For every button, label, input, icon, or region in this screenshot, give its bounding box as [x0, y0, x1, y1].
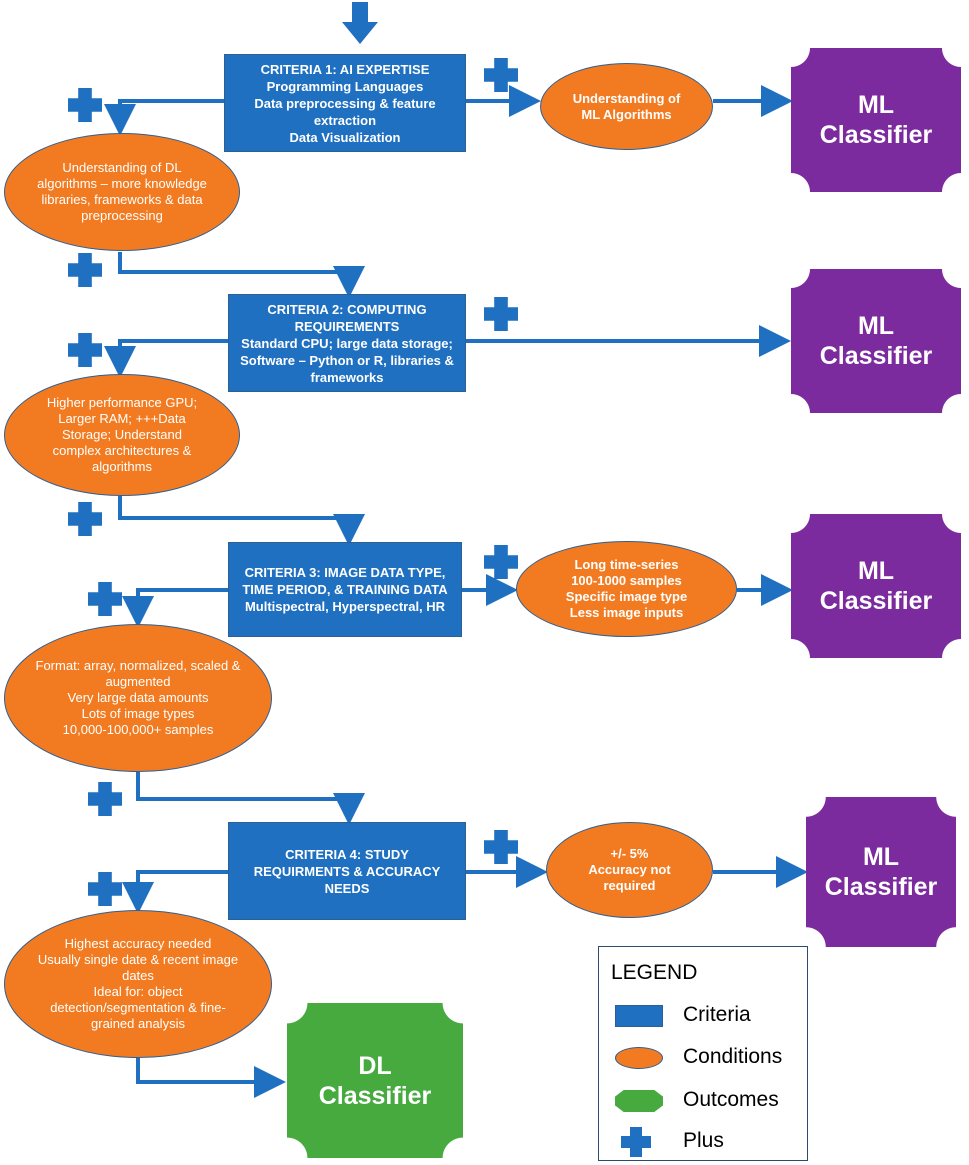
ml-outcome-3-line-1: ML: [857, 557, 895, 585]
ml-condition-2-oval: Long time-series 100-1000 samples Specif…: [516, 541, 737, 637]
criteria-1-line-1: CRITERIA 1: AI EXPERTISE: [260, 61, 430, 77]
legend-label-criteria: Criteria: [683, 1003, 751, 1026]
ml-condition-3-line-1: +/- 5%: [610, 846, 649, 861]
legend: LEGEND Criteria Conditions Outcomes Plus: [598, 946, 808, 1161]
dl-condition-3-line-4: 10,000-100,000+ samples: [62, 722, 214, 737]
connector-dl-condition3-to-c4: [136, 772, 365, 825]
criteria-1-line-2: Programming Languages: [266, 78, 424, 94]
dl-condition-3-line-3: Lots of image types: [81, 706, 195, 721]
ml-outcome-2-line-2: Classifier: [819, 342, 933, 370]
criteria-3-box: CRITERIA 3: IMAGE DATA TYPE, TIME PERIOD…: [228, 542, 462, 637]
ml-classifier-outcome-1: ML Classifier: [791, 48, 961, 192]
connector-c1-to-dl-condition: [104, 99, 224, 136]
ml-condition-2-line-4: Less image inputs: [569, 605, 684, 620]
legend-item-criteria: Criteria: [609, 1001, 804, 1031]
ml-outcome-4-line-1: ML: [862, 843, 900, 871]
criteria-3-line-2: Multispectral, Hyperspectral, HR: [244, 599, 446, 614]
criteria-4-line-1: CRITERIA 4: STUDY REQUIRMENTS & ACCURACY…: [253, 846, 441, 896]
ml-condition-1-oval: Understanding of ML Algorithms: [540, 63, 713, 150]
dl-outcome-line-1: DL: [358, 1051, 392, 1080]
criteria-2-line-1: CRITERIA 2: COMPUTING REQUIREMENTS: [267, 301, 427, 334]
ml-classifier-outcome-3: ML Classifier: [791, 514, 961, 658]
ml-condition-3-oval: +/- 5% Accuracy not required: [546, 822, 713, 918]
dl-condition-2-oval: Higher performance GPU; Larger RAM; +++D…: [4, 374, 240, 496]
connector-c4-to-dl-condition: [122, 870, 228, 914]
ml-condition-2-line-2: 100-1000 samples: [571, 573, 682, 588]
ml-outcome-2-line-1: ML: [857, 312, 895, 340]
criteria-1-line-3: Data preprocessing & feature extraction: [254, 95, 436, 128]
connector-c2-to-dl-condition: [104, 339, 228, 378]
dl-condition-1-text: Understanding of DL algorithms – more kn…: [37, 160, 207, 223]
ml-outcome-1-line-2: Classifier: [819, 121, 933, 149]
entry-arrow-icon: [342, 2, 378, 44]
legend-label-plus: Plus: [683, 1129, 724, 1152]
dl-condition-3-oval: Format: array, normalized, scaled & augm…: [4, 624, 272, 772]
criteria-1-box: CRITERIA 1: AI EXPERTISE Programming Lan…: [224, 54, 466, 152]
connector-c3-to-dl-condition: [122, 588, 228, 628]
ml-outcome-3-line-2: Classifier: [819, 587, 933, 615]
criteria-2-line-2: Standard CPU; large data storage; Softwa…: [240, 335, 454, 385]
conditions-swatch-icon: [615, 1047, 663, 1069]
legend-item-conditions: Conditions: [609, 1043, 804, 1073]
criteria-3-line-1: CRITERIA 3: IMAGE DATA TYPE, TIME PERIOD…: [242, 565, 448, 597]
ml-condition-2-line-1: Long time-series: [574, 557, 679, 572]
ml-classifier-outcome-4: ML Classifier: [806, 797, 956, 947]
dl-condition-2-text: Higher performance GPU; Larger RAM; +++D…: [46, 395, 198, 474]
ml-outcome-4-line-2: Classifier: [824, 873, 938, 901]
connector-dl-condition2-to-c3: [118, 496, 365, 546]
ml-condition-3-line-2: Accuracy not required: [588, 862, 671, 893]
connector-dl-condition4-to-dl-outcome: [136, 1058, 286, 1098]
criteria-1-line-4: Data Visualization: [289, 129, 401, 145]
dl-condition-3-line-2: Very large data amounts: [67, 690, 209, 705]
ml-condition-2-line-3: Specific image type: [565, 589, 688, 604]
legend-title: LEGEND: [611, 961, 698, 984]
outcomes-swatch-icon: [615, 1090, 663, 1112]
criteria-4-box: CRITERIA 4: STUDY REQUIRMENTS & ACCURACY…: [228, 822, 466, 920]
criteria-swatch-icon: [615, 1005, 663, 1027]
dl-condition-4-line-3: Ideal for: object detection/segmentation…: [50, 984, 226, 1031]
dl-classifier-outcome: DL Classifier: [287, 1003, 463, 1158]
dl-condition-1-oval: Understanding of DL algorithms – more kn…: [4, 133, 240, 251]
plus-swatch-icon: [621, 1127, 651, 1157]
legend-item-plus: Plus: [609, 1127, 804, 1157]
ml-outcome-1-line-1: ML: [857, 91, 895, 119]
dl-condition-4-oval: Highest accuracy needed Usually single d…: [4, 910, 272, 1058]
ml-classifier-outcome-2: ML Classifier: [791, 269, 961, 413]
criteria-2-box: CRITERIA 2: COMPUTING REQUIREMENTS Stand…: [228, 294, 466, 392]
ml-condition-1-text: Understanding of ML Algorithms: [572, 90, 681, 122]
legend-label-outcomes: Outcomes: [683, 1088, 779, 1111]
dl-condition-3-line-1: Format: array, normalized, scaled & augm…: [35, 658, 241, 689]
legend-item-outcomes: Outcomes: [609, 1086, 804, 1116]
dl-outcome-line-2: Classifier: [318, 1081, 432, 1110]
legend-label-conditions: Conditions: [683, 1045, 783, 1068]
dl-condition-4-line-2: Usually single date & recent image dates: [37, 952, 239, 983]
connector-dl-condition1-to-c2: [118, 252, 365, 298]
dl-condition-4-line-1: Highest accuracy needed: [64, 936, 212, 951]
